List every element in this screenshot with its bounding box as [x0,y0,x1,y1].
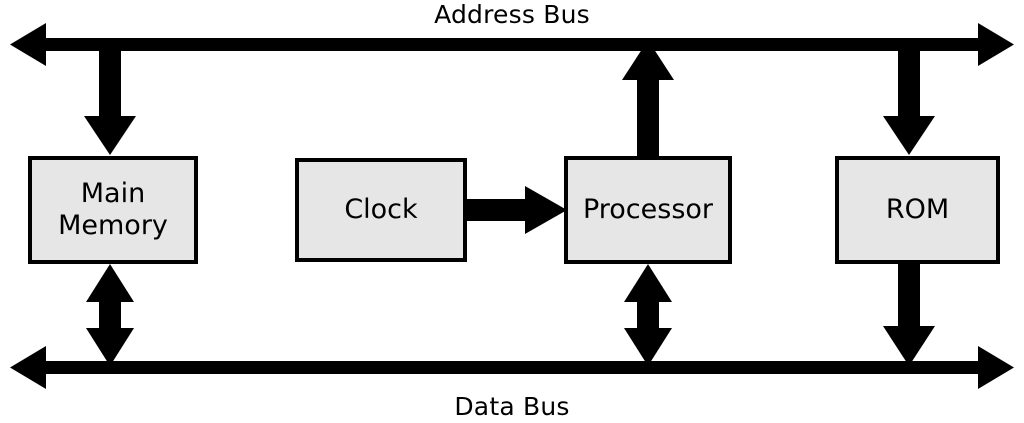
address-bus-to-main-memory-arrow [84,44,136,155]
node-rom[interactable]: ROM [835,156,1000,264]
node-clock-label: Clock [344,194,418,226]
main-memory-to-data-bus-arrow [86,264,134,366]
node-rom-label: ROM [885,194,950,226]
data-bus-line [10,346,1014,389]
node-processor-label: Processor [582,194,714,226]
node-clock[interactable]: Clock [295,158,467,262]
address-bus-line [10,23,1014,66]
processor-to-data-bus-arrow [624,264,672,366]
processor-to-address-bus-arrow [622,40,674,158]
node-main-memory[interactable]: Main Memory [28,156,198,264]
rom-to-data-bus-arrow [883,264,935,366]
node-main-memory-label: Main Memory [58,178,168,241]
address-bus-to-rom-arrow [883,44,935,155]
node-processor[interactable]: Processor [564,156,732,264]
data-bus-label: Data Bus [454,392,570,421]
address-bus-label: Address Bus [434,0,590,29]
clock-to-processor-arrow [464,186,567,234]
